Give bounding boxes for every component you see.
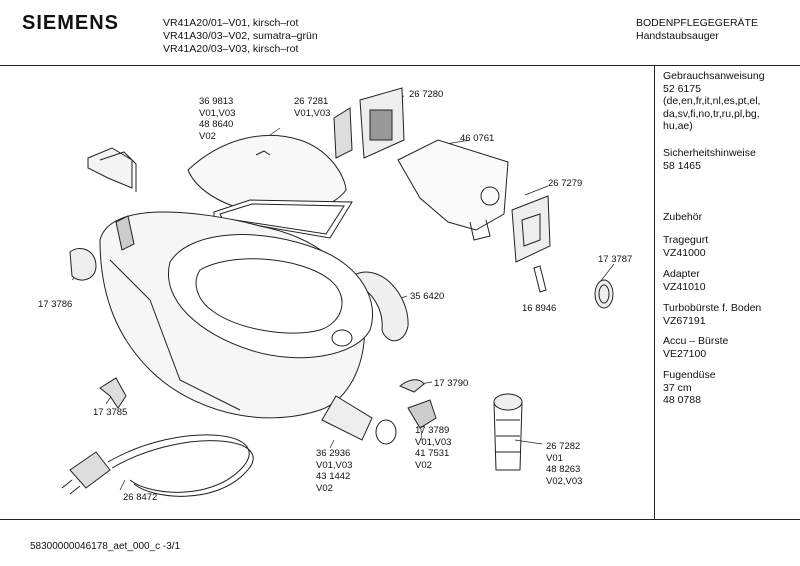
sidebar-line: 58 1465 — [663, 159, 701, 172]
category-title: BODENPFLEGEGERÄTE — [636, 17, 758, 29]
part-number: 36 2936 — [316, 448, 351, 459]
main-housing-part — [99, 211, 374, 419]
part-number: 17 3786 — [38, 299, 73, 310]
sidebar-title: Zubehör — [663, 211, 703, 223]
model-list: VR41A20/01–V01, kirsch–rot VR41A30/03–V0… — [163, 17, 318, 56]
sidebar-title: Accu – Bürste — [663, 335, 729, 347]
part-label-latch: 17 3785 — [93, 407, 127, 419]
sidebar-title: Tragegurt — [663, 234, 709, 246]
part-variant: V01,V03 — [316, 459, 353, 471]
sidebar-line: VE27100 — [663, 347, 707, 360]
sidebar-safety: Sicherheitshinweise 58 1465 — [663, 147, 798, 172]
seal-ring-part — [594, 279, 614, 309]
sidebar-line: hu,ae) — [663, 120, 693, 132]
crevice-tool-part — [493, 393, 523, 471]
part-number: 17 3785 — [93, 407, 128, 418]
part-number: 26 7281 — [294, 96, 329, 107]
seal-ring-inner — [598, 284, 610, 304]
part-label-clip-button: 17 3789 V01,V03 41 7531 V02 — [415, 425, 451, 471]
sidebar-line: VZ41000 — [663, 246, 706, 259]
part-label-grip: 35 6420 — [410, 291, 444, 303]
sidebar-title: Sicherheitshinweise — [663, 147, 756, 159]
model-line: VR41A30/03–V02, sumatra–grün — [163, 30, 318, 42]
part-variant: V01,V03 — [415, 436, 452, 448]
sidebar-title: Gebrauchsanweisung — [663, 70, 765, 82]
part-number: 26 8472 — [123, 492, 158, 503]
dust-bag-part — [397, 139, 509, 241]
part-label-clip: 16 8946 — [522, 303, 556, 315]
sidebar-strap: Tragegurt VZ41000 — [663, 234, 798, 259]
sidebar-line: VZ67191 — [663, 314, 706, 327]
sidebar-accu-brush: Accu – Bürste VE27100 — [663, 335, 798, 360]
sidebar-line: (de,en,fr,it,nl,es,pt,el, — [663, 95, 761, 107]
sidebar-turbo-brush: Turbobürste f. Boden VZ67191 — [663, 302, 798, 327]
part-number: 48 8263 — [546, 464, 581, 475]
sidebar-title: Turbobürste f. Boden — [663, 302, 762, 314]
sidebar-adapter: Adapter VZ41010 — [663, 268, 798, 293]
part-variant: V02 — [199, 130, 216, 142]
part-number: 35 6420 — [410, 291, 445, 302]
part-number: 46 0761 — [460, 133, 495, 144]
model-line: VR41A20/01–V01, kirsch–rot — [163, 17, 299, 29]
part-variant: V02 — [316, 482, 333, 494]
part-number: 26 7279 — [548, 178, 583, 189]
part-number: 17 3789 — [415, 425, 450, 436]
part-number: 36 9813 — [199, 96, 234, 107]
part-variant: V01 — [546, 452, 563, 464]
bottom-divider — [0, 519, 800, 520]
sidebar-line: 37 cm — [663, 381, 692, 394]
model-line: VR41A20/03–V03, kirsch–rot — [163, 43, 299, 55]
sidebar-title: Adapter — [663, 268, 700, 280]
nozzle-part — [321, 395, 397, 445]
part-label-filter-frame: 26 7280 — [409, 89, 443, 101]
part-label-seal-ring: 17 3787 — [598, 254, 632, 266]
part-label-housing-lid: 36 9813 V01,V03 48 8640 V02 — [199, 96, 235, 142]
end-cap-part — [69, 248, 97, 281]
part-number: 26 7282 — [546, 441, 581, 452]
category-subtitle: Handstaubsauger — [636, 30, 719, 42]
exploded-view-drawing — [61, 87, 615, 497]
pre-filter-part — [87, 147, 137, 192]
part-label-power-cord: 26 8472 — [123, 492, 157, 504]
part-number: 17 3790 — [434, 378, 469, 389]
clip-button-part — [407, 399, 437, 429]
clip-small-part — [399, 379, 425, 393]
part-label-clip-small: 17 3790 — [434, 378, 468, 390]
category-block: BODENPFLEGEGERÄTE Handstaubsauger — [636, 17, 758, 43]
part-label-bag-holder: 26 7279 — [548, 178, 582, 190]
brand-logo: SIEMENS — [22, 12, 120, 34]
part-number: 41 7531 — [415, 448, 450, 459]
part-variant: V01,V03 — [294, 107, 331, 119]
sidebar-title: Fugendüse — [663, 369, 716, 381]
top-divider — [0, 65, 800, 66]
part-number: 48 8640 — [199, 119, 234, 130]
sidebar-crevice-nozzle: Fugendüse 37 cm 48 0788 — [663, 369, 798, 407]
part-label-dust-bag: 46 0761 — [460, 133, 494, 145]
document-id: 58300000046178_aet_000_c -3/1 — [30, 541, 181, 552]
part-label-end-cap: 17 3786 — [38, 299, 72, 311]
power-cord-part — [61, 434, 254, 497]
sidebar-line: da,sv,fi,no,tr,ru,pl,bg, — [663, 107, 760, 120]
part-label-main-housing: 36 2936 V01,V03 43 1442 V02 — [316, 448, 352, 494]
part-number: 17 3787 — [598, 254, 633, 265]
bag-holder-part — [511, 195, 551, 263]
sidebar-divider — [654, 65, 655, 519]
part-variant: V01,V03 — [199, 107, 236, 119]
part-number: 16 8946 — [522, 303, 557, 314]
latch-part — [99, 377, 127, 409]
sidebar-manual: Gebrauchsanweisung 52 6175 (de,en,fr,it,… — [663, 70, 798, 133]
sidebar-accessories: Zubehör — [663, 211, 798, 224]
clip-part — [533, 265, 547, 293]
sidebar-line: VZ41010 — [663, 280, 706, 293]
sidebar-line: 48 0788 — [663, 394, 701, 406]
part-number: 26 7280 — [409, 89, 444, 100]
sidebar-line: 52 6175 — [663, 82, 701, 95]
part-label-filter: 26 7281 V01,V03 — [294, 96, 330, 119]
part-number: 43 1442 — [316, 471, 351, 482]
filter-frame-part — [333, 87, 405, 159]
part-variant: V02 — [415, 459, 432, 471]
part-label-crevice-tool: 26 7282 V01 48 8263 V02,V03 — [546, 441, 582, 487]
part-variant: V02,V03 — [546, 475, 583, 487]
